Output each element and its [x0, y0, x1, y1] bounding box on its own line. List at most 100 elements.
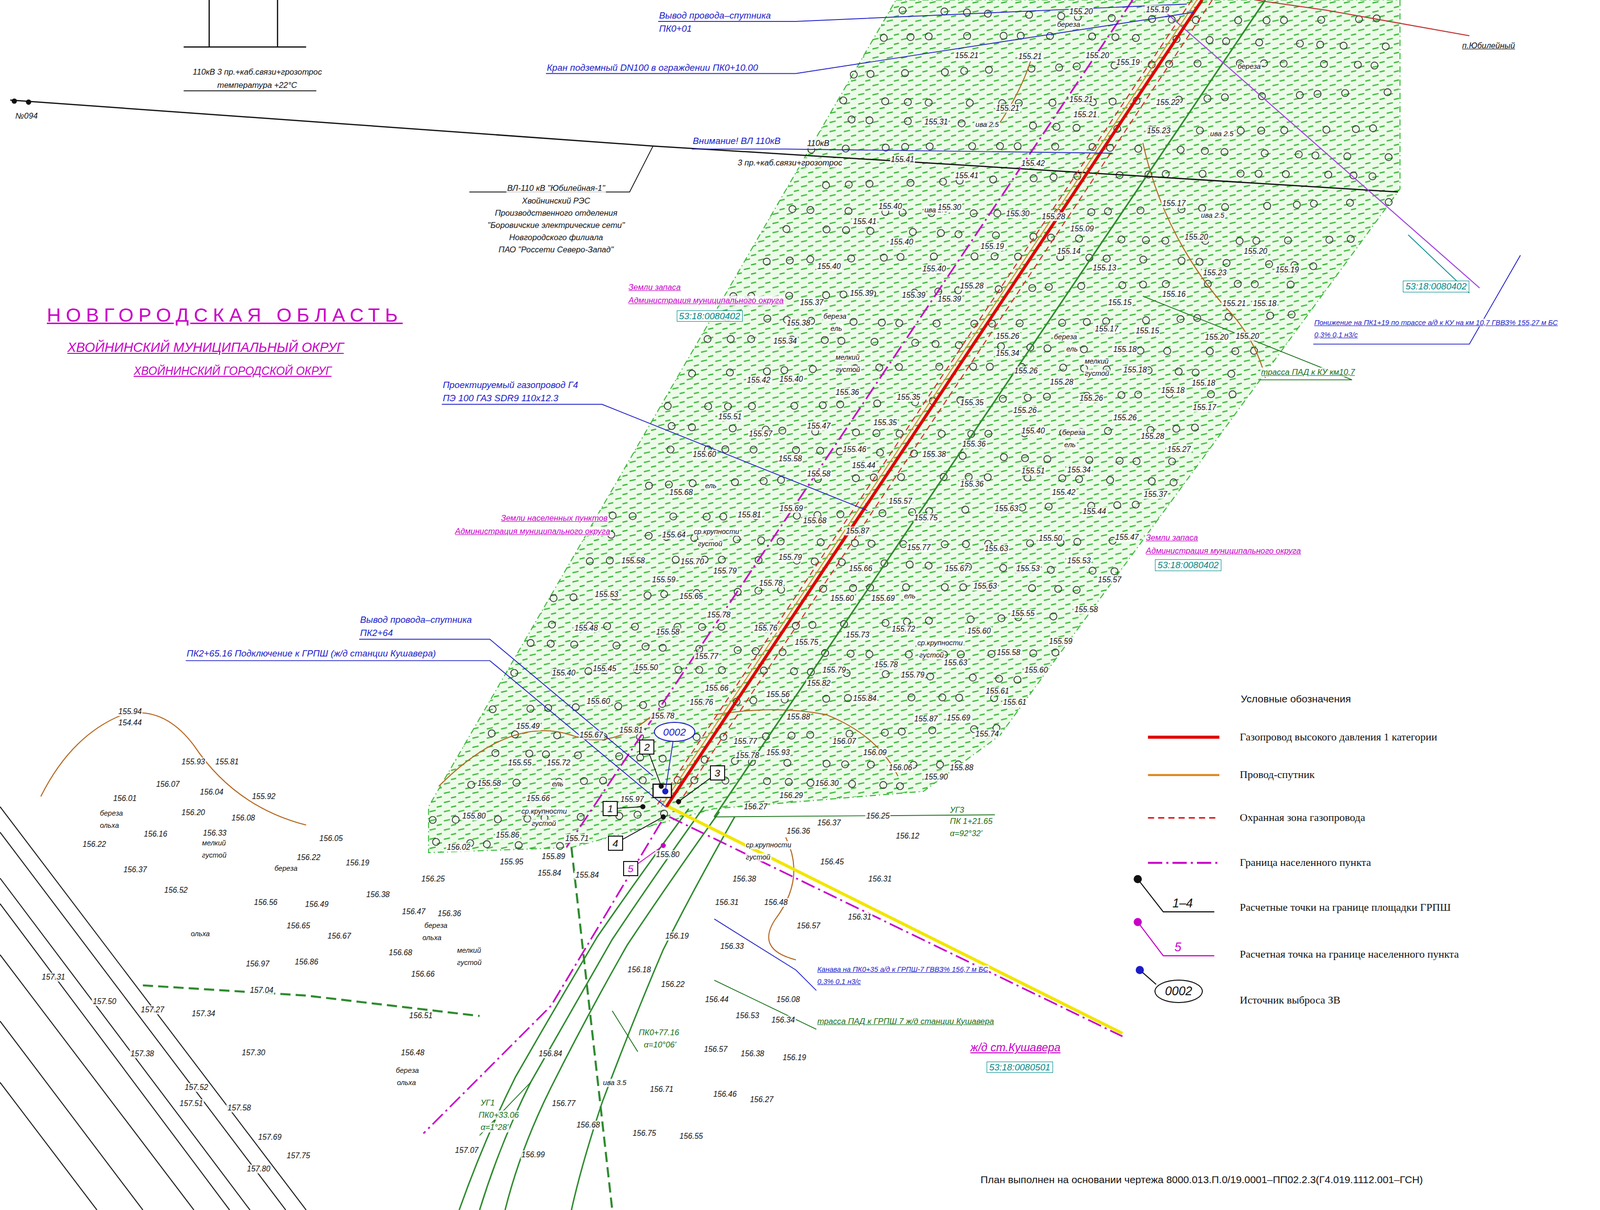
tree-symbol [1369, 172, 1377, 180]
tree-symbol [1261, 149, 1269, 157]
tree-symbol [941, 540, 949, 548]
elevation-mark: 155.58 [620, 556, 646, 566]
elevation-mark: 155.65 [678, 591, 705, 601]
elevation-mark: 155.60 [829, 593, 855, 603]
tree-symbol [1192, 16, 1200, 24]
tree-symbol [848, 780, 856, 788]
tree-symbol [836, 400, 844, 408]
map-graphic [1137, 921, 1215, 956]
elevation-mark: 156.12 [894, 831, 921, 841]
tree-symbol [841, 760, 849, 768]
elevation-mark: 156.46 [712, 1089, 738, 1099]
tree-symbol [1013, 676, 1021, 684]
map-annotation: ПК0+77.16 [637, 1027, 681, 1037]
tree-symbol [1287, 281, 1295, 288]
map-graphic [1133, 874, 1142, 884]
map-graphic [479, 1082, 531, 1136]
roads [142, 0, 1470, 1210]
elevation-mark: 156.19 [344, 858, 371, 868]
elevation-mark: 156.07 [831, 736, 857, 746]
tree-symbol [1222, 37, 1230, 45]
tree-symbol [1194, 60, 1201, 67]
map-annotation: α=1°28' [479, 1122, 510, 1132]
tree-symbol [1282, 170, 1290, 178]
map-annotation: береза [1053, 332, 1078, 342]
map-annotation: трасса ПАД к ГРПШ 7 ж/д станции Кушавера [816, 1016, 995, 1026]
tree-symbol [1263, 202, 1271, 210]
tree-symbol [1088, 33, 1096, 41]
tree-symbol [1316, 40, 1324, 48]
elevation-mark: 157.34 [190, 1009, 217, 1018]
tree-symbol [882, 619, 890, 627]
elevation-mark: 155.78 [758, 578, 784, 588]
map-graphic [658, 3, 1187, 22]
tree-symbol [1133, 457, 1140, 465]
tree-symbol [608, 511, 616, 519]
map-graphic [660, 842, 666, 848]
elevation-mark: 155.75 [793, 637, 820, 647]
leader-lines [185, 3, 1521, 1135]
elevation-mark: 156.29 [778, 790, 805, 800]
elevation-mark: 155.41 [953, 171, 980, 181]
tree-symbol [526, 705, 534, 712]
tree-symbol [1195, 258, 1203, 265]
elevation-mark: 155.73 [845, 630, 871, 640]
tree-symbol [1106, 476, 1114, 484]
tree-symbol [1000, 453, 1008, 461]
tree-symbol [844, 694, 851, 702]
elevation-mark: 155.58 [1073, 605, 1099, 614]
legend-entry: Охранная зона газопровода [1239, 810, 1366, 824]
elevation-mark: 155.60 [691, 449, 718, 459]
elevation-mark: 156.51 [408, 1011, 434, 1020]
elevation-mark: 155.58 [995, 648, 1022, 657]
elevation-mark: 156.31 [867, 874, 893, 884]
tree-symbol [763, 258, 770, 265]
callout-number: 0002 [1164, 984, 1193, 998]
elevation-mark: 155.22 [1154, 98, 1181, 107]
tree-symbol [777, 537, 785, 545]
elevation-mark: 155.28 [1040, 212, 1067, 222]
map-graphic [571, 847, 613, 1210]
elevation-mark: 155.72 [546, 758, 572, 768]
elevation-mark: 156.38 [365, 890, 391, 899]
tree-symbol [1085, 456, 1093, 464]
map-annotation: береза [423, 921, 449, 930]
tree-symbol [967, 615, 974, 623]
map-annotation: Кран подземный DN100 в ограждении ПК0+10… [546, 62, 760, 74]
map-annotation: ива 3.5 [602, 1078, 628, 1087]
elevation-mark: 155.27 [1166, 445, 1192, 454]
tree-symbol [898, 728, 906, 735]
map-annotation: Производственного отделения [493, 208, 619, 218]
tree-symbol [1176, 315, 1184, 323]
tree-symbol [734, 646, 742, 654]
elevation-mark: 155.40 [877, 202, 903, 211]
tree-symbol [896, 253, 904, 261]
elevation-mark: 155.63 [983, 544, 1010, 553]
map-annotation: ПК 1+21.65 [949, 816, 994, 826]
map-annotation: Вывод провода–спутника [359, 614, 473, 626]
elevation-mark: 155.58 [655, 627, 681, 637]
tree-symbol [717, 623, 725, 630]
tree-symbol [1024, 394, 1032, 402]
elevation-mark: 155.88 [785, 712, 811, 722]
map-annotation: УГ1 [479, 1097, 496, 1108]
elevation-mark: 156.68 [575, 1120, 601, 1130]
elevation-mark: 156.38 [731, 874, 757, 884]
elevation-mark: 155.56 [765, 689, 791, 699]
tree-symbol [822, 694, 830, 702]
tree-symbol [925, 616, 933, 624]
tree-symbol [988, 650, 995, 658]
elevation-mark: 155.57 [748, 429, 774, 439]
tree-symbol [1177, 257, 1185, 264]
elevation-mark: 155.66 [704, 683, 730, 693]
elevation-mark: 155.46 [841, 445, 868, 454]
tree-symbol [668, 422, 675, 430]
elevation-mark: 157.31 [40, 972, 67, 982]
tree-symbol [895, 363, 903, 371]
tree-symbol [570, 640, 578, 648]
tree-symbol [1026, 539, 1034, 547]
elevation-mark: 155.38 [921, 449, 947, 459]
map-graphic [1142, 142, 1266, 378]
map-annotation: ПК0+33.06 [477, 1110, 521, 1120]
tree-symbol [792, 446, 800, 454]
